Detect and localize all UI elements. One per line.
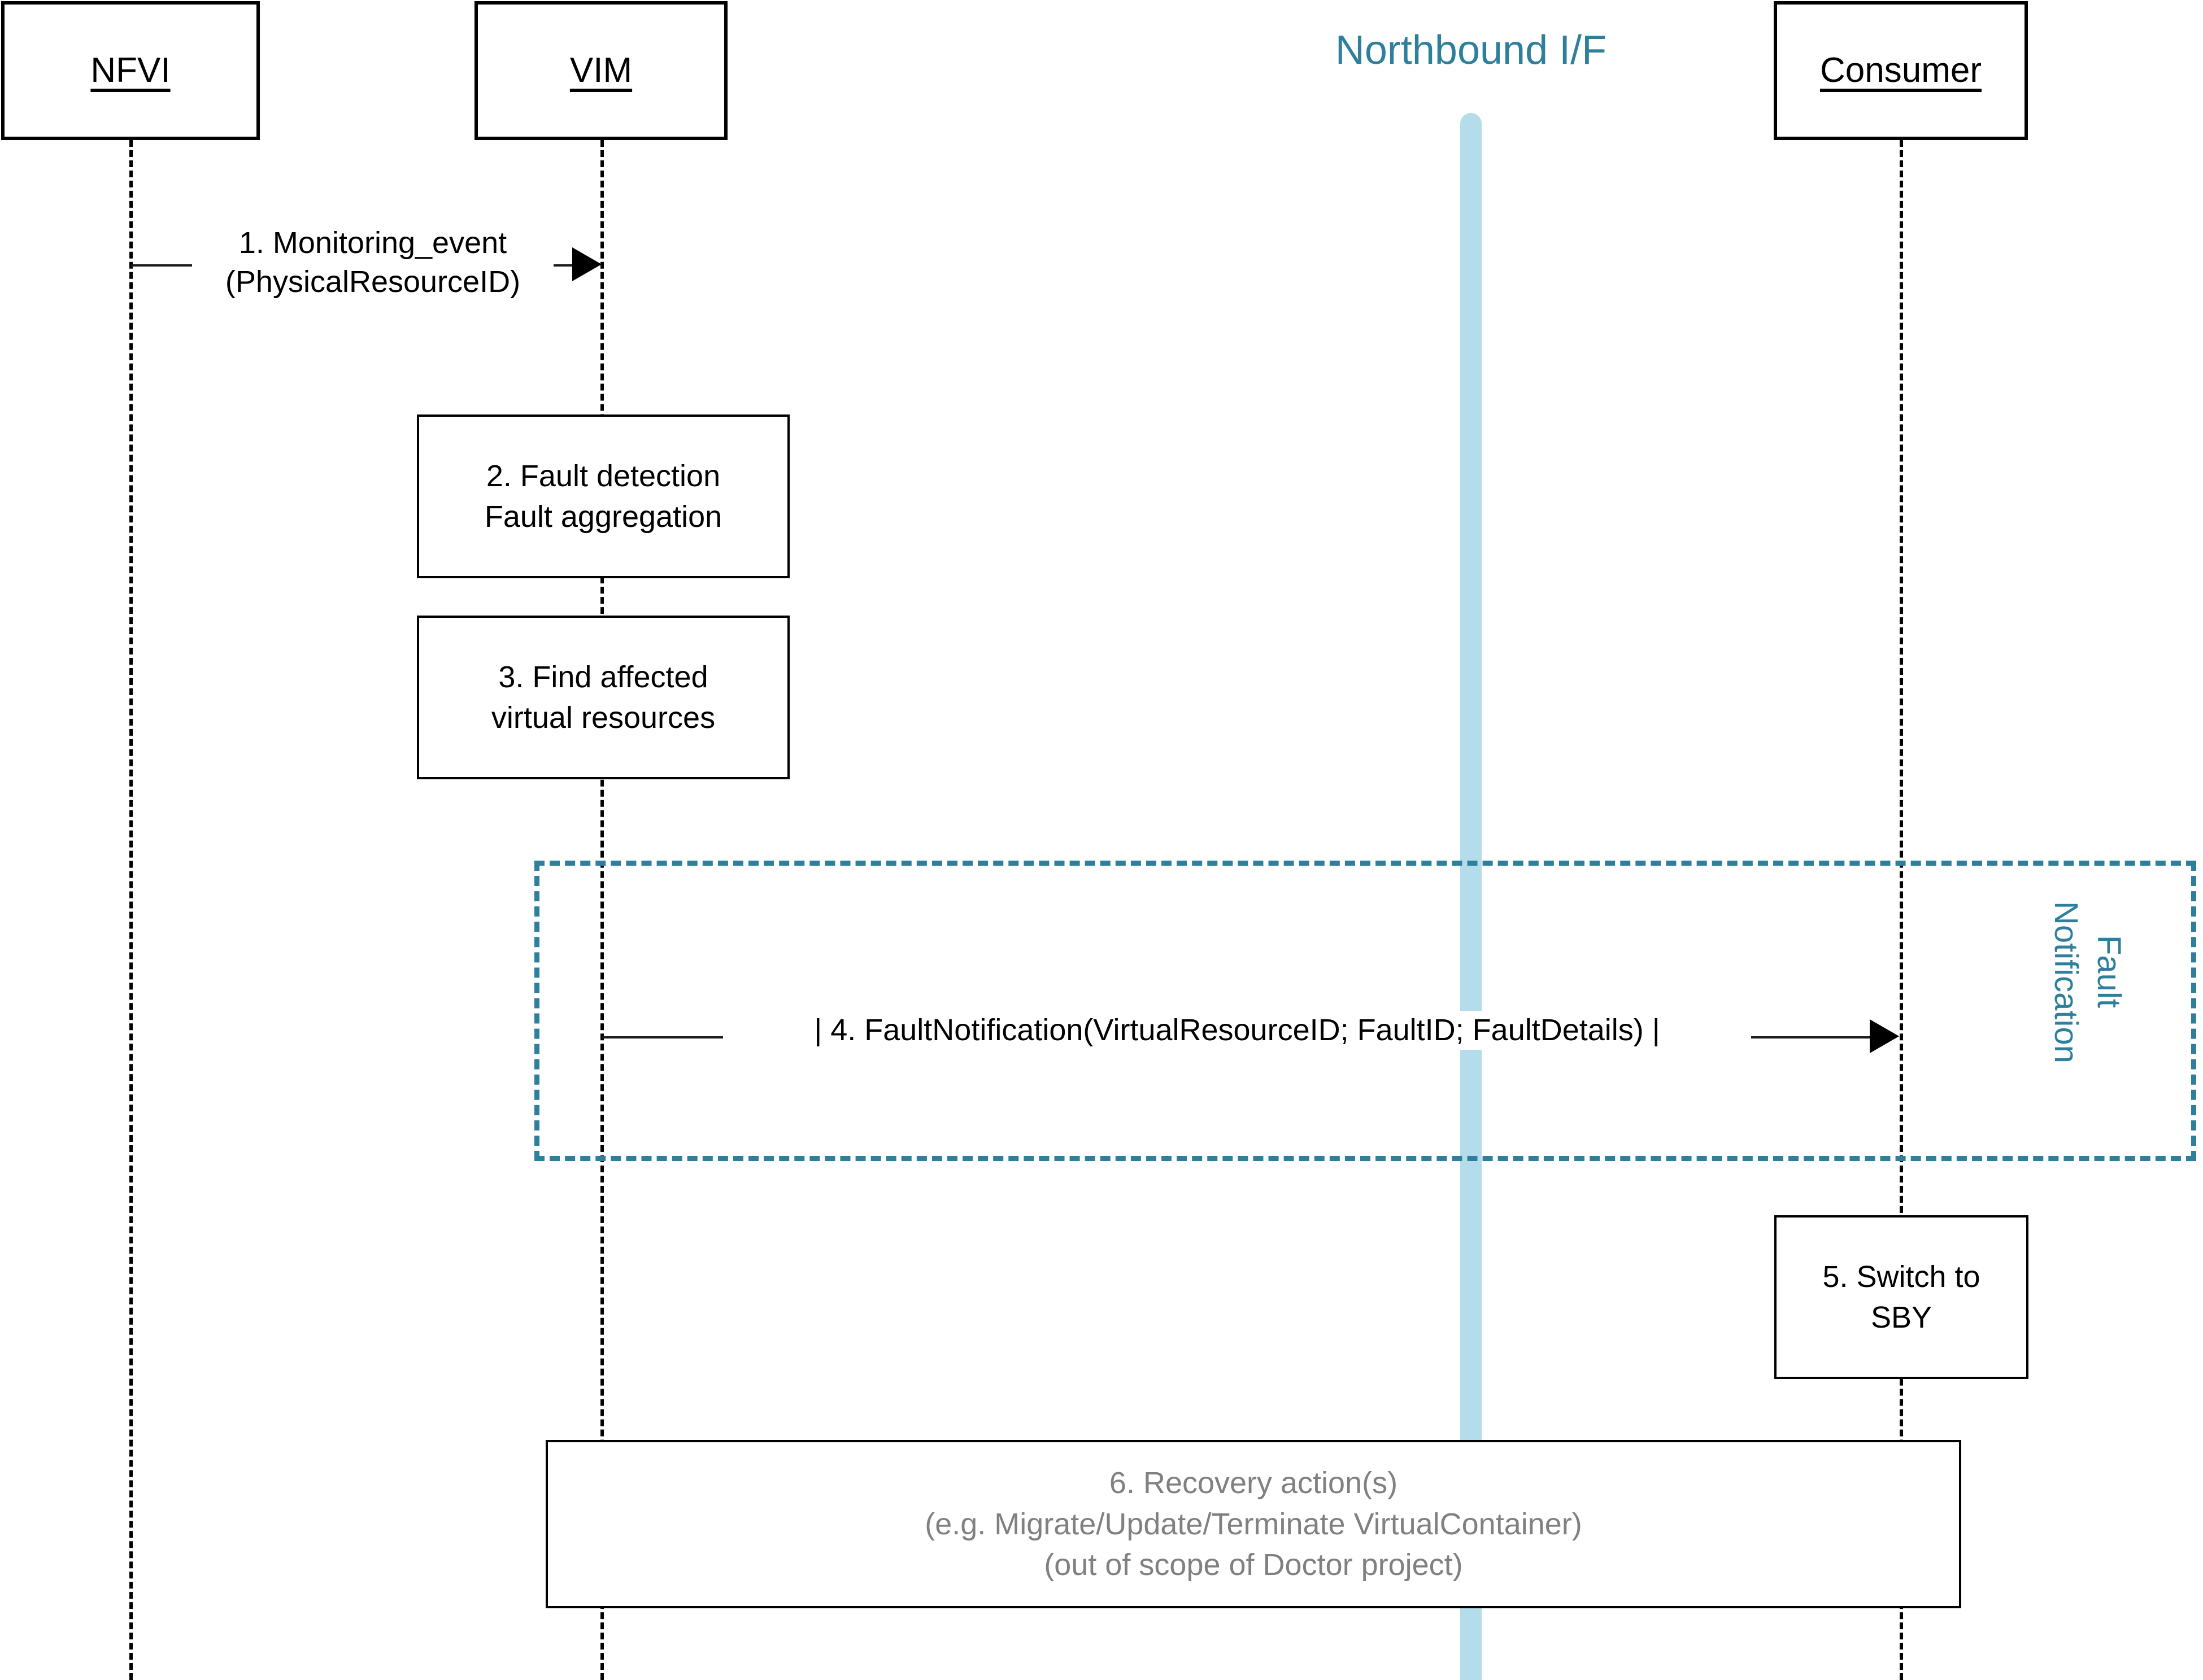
action-box-switch-to-sby-line-2: SBY: [1870, 1301, 1932, 1334]
message-1-label: 1. Monitoring_event (PhysicalResourceID): [192, 224, 554, 302]
message-1-arrowhead: [572, 247, 602, 281]
participant-nfvi-label: NFVI: [90, 51, 171, 90]
message-4-label: | 4. FaultNotification(VirtualResourceID…: [723, 1011, 1751, 1050]
message-1-label-line-1: 1. Monitoring_event: [238, 226, 507, 260]
action-box-fault-detection-line-2: Fault aggregation: [484, 500, 722, 534]
northbound-interface-label: Northbound I/F: [1335, 28, 1607, 73]
action-box-fault-detection-line-1: 2. Fault detection: [486, 459, 721, 493]
fault-notification-fragment: [534, 861, 2196, 1161]
message-4-arrowhead: [1870, 1019, 1899, 1053]
participant-vim-label: VIM: [569, 51, 633, 90]
participant-vim[interactable]: VIM: [474, 1, 728, 140]
fault-notification-fragment-label-line-2: Notification: [2047, 901, 2084, 1063]
action-box-recovery-actions[interactable]: 6. Recovery action(s) (e.g. Migrate/Upda…: [546, 1440, 1961, 1608]
message-4-label-line-1: | 4. FaultNotification(VirtualResourceID…: [814, 1013, 1660, 1047]
action-box-recovery-actions-line-3: (out of scope of Doctor project): [1044, 1548, 1463, 1582]
action-box-switch-to-sby-line-1: 5. Switch to: [1822, 1259, 1980, 1294]
action-box-switch-to-sby[interactable]: 5. Switch to SBY: [1774, 1215, 2028, 1379]
lifeline-nfvi: [129, 140, 133, 1680]
action-box-find-affected-resources[interactable]: 3. Find affected virtual resources: [417, 616, 790, 779]
participant-nfvi[interactable]: NFVI: [1, 1, 260, 140]
lifeline-consumer: [1900, 140, 1903, 1680]
participant-consumer[interactable]: Consumer: [1774, 1, 2028, 140]
action-box-recovery-actions-line-1: 6. Recovery action(s): [1109, 1466, 1398, 1500]
participant-consumer-label: Consumer: [1820, 51, 1982, 90]
action-box-find-affected-resources-line-2: virtual resources: [491, 701, 716, 735]
lifeline-vim: [600, 140, 604, 1680]
message-1-label-line-2: (PhysicalResourceID): [225, 265, 521, 299]
action-box-find-affected-resources-line-1: 3. Find affected: [498, 660, 708, 694]
action-box-recovery-actions-line-2: (e.g. Migrate/Update/Terminate VirtualCo…: [925, 1507, 1582, 1541]
action-box-fault-detection[interactable]: 2. Fault detection Fault aggregation: [417, 414, 790, 578]
northbound-interface-bar: [1460, 113, 1482, 1680]
fault-notification-fragment-label-line-1: Fault: [2090, 935, 2127, 1008]
